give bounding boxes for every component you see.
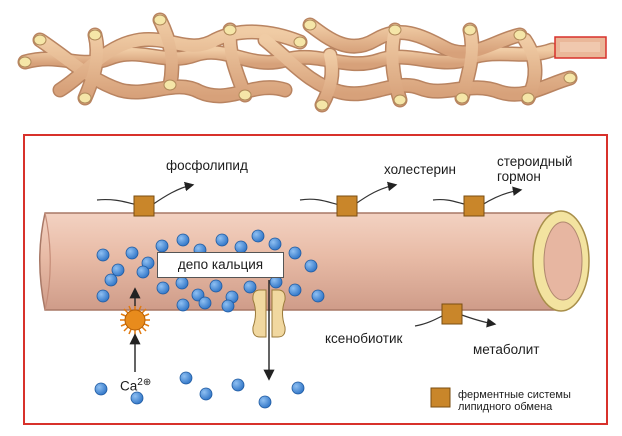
reticulum-tube — [223, 24, 251, 101]
enzyme-icon-legend — [430, 387, 451, 408]
calcium-ion-dot — [304, 259, 318, 273]
calcium-ion-dot — [198, 296, 212, 310]
enzyme-icon-cholesterol — [336, 195, 358, 217]
smooth-er-tubule — [39, 210, 590, 312]
calcium-ion-dot — [215, 233, 229, 247]
calcium-ion-dot — [96, 289, 110, 303]
reticulum-tube-end — [18, 56, 32, 68]
reticulum-tube — [304, 19, 526, 59]
label-metabolite: метаболит — [473, 342, 540, 357]
label-phospholipid: фосфолипид — [166, 158, 248, 173]
calcium-ion-dot — [251, 229, 265, 243]
calcium-ion-dot — [96, 248, 110, 262]
label-steroid-hormone-line1: стероидный — [497, 154, 573, 169]
reticulum-tube-end — [153, 14, 167, 26]
calcium-ion-dot — [231, 378, 245, 392]
reticulum-tube-end — [521, 92, 535, 104]
calcium-ion-dot — [125, 246, 139, 260]
tubule-lumen — [543, 221, 583, 301]
reticulum-tube-end — [88, 29, 102, 41]
calcium-ion-dot — [155, 239, 169, 253]
legend-line1: ферментные системы — [458, 389, 571, 401]
legend-line2: липидного обмена — [458, 401, 553, 413]
calcium-ion-dot — [176, 298, 190, 312]
reticulum-tube-end — [163, 79, 177, 91]
calcium-ions — [94, 229, 325, 409]
calcium-symbol: Ca — [120, 378, 138, 394]
reticulum-tube — [259, 34, 576, 101]
reticulum-tube-end — [33, 34, 47, 46]
channel-icon — [252, 289, 286, 338]
label-calcium-depot: депо кальция — [157, 252, 284, 278]
reticulum-tube-end — [393, 94, 407, 106]
reticulum-tube-end — [293, 36, 307, 48]
calcium-ion-dot — [291, 381, 305, 395]
label-calcium-ion: Ca2⊕ — [120, 375, 151, 394]
reticulum-tube-end — [78, 92, 92, 104]
calcium-ion-dot — [136, 265, 150, 279]
reticulum-network — [17, 12, 578, 113]
reticulum-tube-end — [513, 29, 527, 41]
enzyme-icon-phospholipid — [133, 195, 155, 217]
reticulum-tube-end — [388, 24, 402, 36]
reticulum-tube-end — [303, 19, 317, 31]
calcium-charge: 2⊕ — [137, 377, 152, 388]
reticulum-tube-end — [238, 89, 252, 101]
calcium-ion-dot — [179, 371, 193, 385]
zoom-marker-tubule — [560, 42, 600, 52]
reticulum-tube-end — [223, 24, 237, 36]
reticulum-tube — [386, 24, 406, 106]
reticulum-tube-end — [463, 24, 477, 36]
label-steroid-hormone-line2: гормон — [497, 169, 541, 184]
sun-pump-icon — [120, 305, 150, 335]
calcium-ion-dot — [175, 276, 189, 290]
reticulum-tube — [79, 29, 103, 104]
calcium-ion-dot — [243, 280, 257, 294]
reticulum-tube — [519, 34, 541, 104]
enzyme-icon-steroid — [463, 195, 485, 217]
calcium-ion-dot — [156, 281, 170, 295]
calcium-ion-dot — [111, 263, 125, 277]
enzyme-icon-xenobiotic — [441, 303, 463, 325]
reticulum-tube-end — [455, 92, 469, 104]
calcium-ion-dot — [209, 279, 223, 293]
calcium-ion-dot — [221, 299, 235, 313]
calcium-ion-dot — [191, 288, 205, 302]
reticulum-tube — [154, 14, 178, 91]
calcium-ion-dot — [199, 387, 213, 401]
reticulum-tube — [456, 24, 478, 104]
calcium-ion-dot — [258, 395, 272, 409]
reticulum-tube-end — [315, 99, 329, 111]
calcium-ion-dot — [268, 237, 282, 251]
calcium-ion-dot — [288, 246, 302, 260]
label-cholesterol: холестерин — [384, 162, 456, 177]
calcium-ion-dot — [176, 233, 190, 247]
calcium-ion-dot — [104, 273, 118, 287]
calcium-ion-dot — [94, 382, 108, 396]
calcium-ion-dot — [311, 289, 325, 303]
calcium-ion-dot — [130, 391, 144, 405]
reticulum-tube-end — [563, 72, 577, 84]
label-xenobiotic: ксенобиотик — [325, 331, 403, 346]
calcium-ion-dot — [288, 283, 302, 297]
